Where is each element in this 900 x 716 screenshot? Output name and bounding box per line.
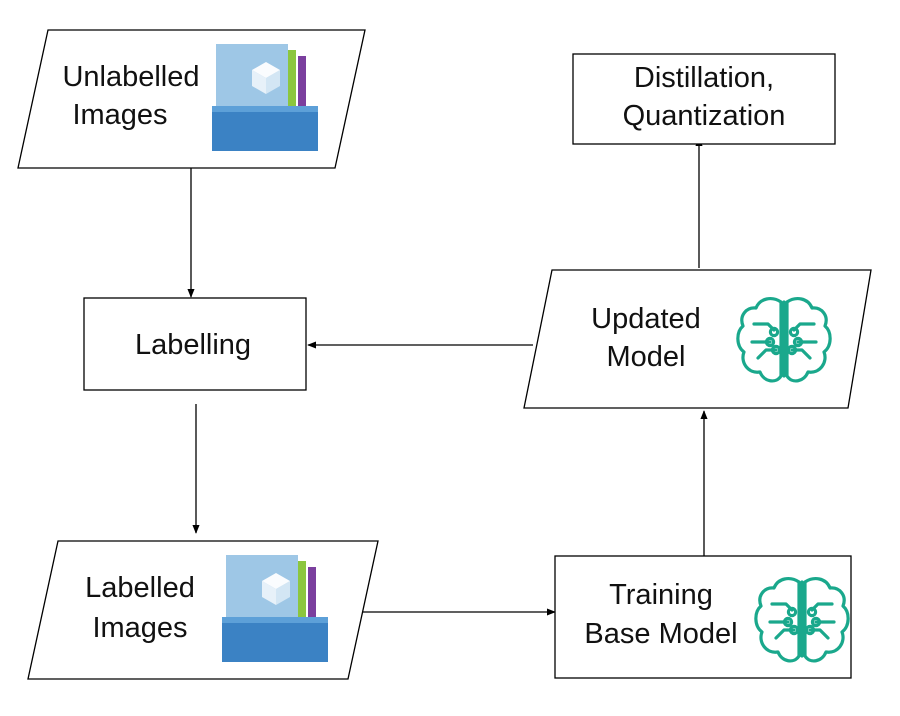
node-training-line1: Training: [609, 579, 713, 611]
node-distillation-line2: Quantization: [623, 100, 786, 132]
dataset-folder-icon: [222, 555, 328, 662]
node-labelled-images[interactable]: Labelled Images: [27, 540, 379, 680]
node-distillation-line1: Distillation,: [634, 62, 774, 94]
node-labelling[interactable]: Labelling: [83, 297, 307, 391]
node-unlabelled-images-line2: Images: [72, 99, 167, 131]
node-training-base-model[interactable]: Training Base Model: [554, 555, 852, 679]
node-labelled-images-line1: Labelled: [85, 572, 195, 604]
edges: [187, 137, 708, 616]
node-unlabelled-images-line1: Unlabelled: [62, 61, 199, 93]
node-labelled-images-line2: Images: [92, 612, 187, 644]
node-updated-model[interactable]: Updated Model: [523, 269, 872, 409]
node-unlabelled-images[interactable]: Unlabelled Images: [17, 29, 366, 169]
node-distillation[interactable]: Distillation, Quantization: [572, 53, 836, 145]
node-updated-model-line1: Updated: [591, 303, 701, 335]
dataset-folder-icon: [212, 44, 318, 151]
node-labelling-text: Labelling: [135, 329, 251, 361]
node-training-line2: Base Model: [584, 618, 737, 650]
node-updated-model-line2: Model: [607, 341, 686, 373]
